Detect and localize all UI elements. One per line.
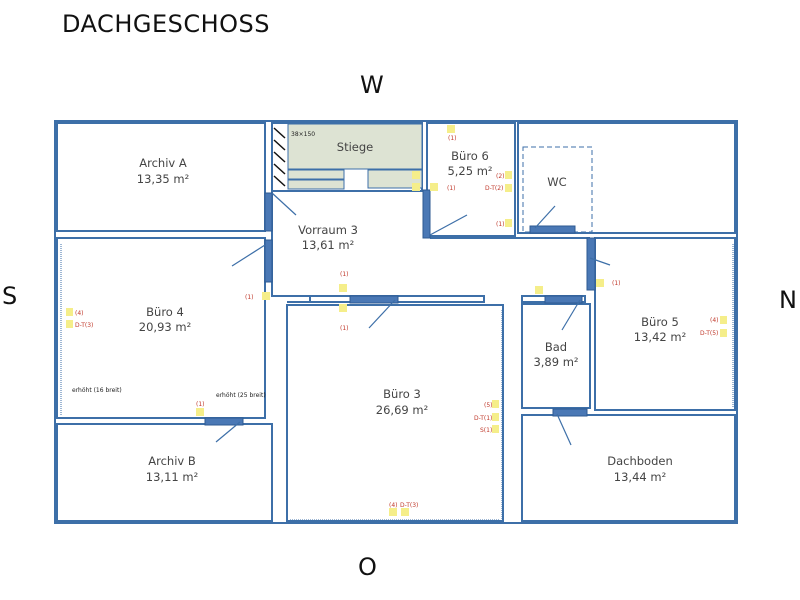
room-area: 13,42 m² <box>634 330 686 344</box>
compass-west: W <box>360 71 384 99</box>
wc-dashed-outline <box>522 146 593 233</box>
raised-note-16: erhöht (16 breit) <box>72 387 122 394</box>
compass-east: O <box>358 553 377 581</box>
socket-icon <box>262 292 270 300</box>
socket-icon <box>412 183 420 191</box>
socket-icon <box>596 279 604 287</box>
room-name: Bad <box>545 340 567 354</box>
socket-icon <box>505 219 512 227</box>
socket-label: D-T(5) <box>700 330 718 337</box>
socket-icon <box>401 508 409 516</box>
door <box>422 189 431 239</box>
socket-icon <box>720 316 727 324</box>
socket-label: (1) <box>612 280 621 287</box>
socket-icon <box>505 184 512 192</box>
room-name: Büro 3 <box>383 387 421 401</box>
socket-label: D-T(1) <box>474 415 492 422</box>
socket-icon <box>66 320 73 328</box>
plan-title: DACHGESCHOSS <box>62 10 271 38</box>
room-area: 13,35 m² <box>137 172 189 186</box>
socket-label: (1) <box>340 271 349 278</box>
outer-wall <box>54 120 738 524</box>
room-area: 26,69 m² <box>376 403 428 417</box>
socket-icon <box>492 400 499 408</box>
socket-icon <box>196 408 204 416</box>
stair-size-note: 38×150 <box>291 131 315 138</box>
room-name: Büro 4 <box>146 305 184 319</box>
room-name: Vorraum 3 <box>298 223 358 237</box>
room-name: Archiv A <box>139 156 187 170</box>
room-archiv-a <box>56 122 266 232</box>
socket-icon <box>720 329 727 337</box>
room-name: Dachboden <box>607 454 673 468</box>
room-area: 20,93 m² <box>139 320 191 334</box>
socket-icon <box>339 284 347 292</box>
chimney-hatch <box>273 127 286 187</box>
room-area: 5,25 m² <box>447 164 492 178</box>
room-area: 13,61 m² <box>302 238 354 252</box>
socket-label: D-T(3) <box>400 502 418 509</box>
socket-label: (4) <box>389 502 398 509</box>
room-buero5 <box>594 237 736 411</box>
room-dachboden <box>521 414 736 522</box>
socket-label: D-T(3) <box>75 322 93 329</box>
socket-icon <box>389 508 397 516</box>
door <box>586 237 596 291</box>
socket-label: (5) <box>484 402 493 409</box>
room-buero3 <box>286 304 504 522</box>
door <box>544 295 583 304</box>
room-wc <box>517 122 736 234</box>
socket-icon <box>505 171 512 179</box>
door <box>204 417 244 426</box>
socket-label: (1) <box>496 221 505 228</box>
room-name: Stiege <box>337 140 373 154</box>
socket-label: (1) <box>196 401 205 408</box>
room-name: Archiv B <box>148 454 196 468</box>
socket-label: (1) <box>447 185 456 192</box>
socket-icon <box>492 425 499 433</box>
compass-south: S <box>2 282 18 310</box>
door <box>529 225 576 234</box>
stair-step <box>367 169 423 189</box>
socket-label: (2) <box>496 173 505 180</box>
stair-step <box>287 179 345 190</box>
room-area: 13,11 m² <box>146 470 198 484</box>
raised-note-25: erhöht (25 breit) <box>216 392 266 399</box>
room-buero6 <box>426 122 516 237</box>
door <box>349 295 399 304</box>
socket-icon <box>412 171 420 179</box>
socket-label: (4) <box>75 310 84 317</box>
stairs <box>287 123 423 170</box>
socket-icon <box>492 413 499 421</box>
compass-north: N <box>779 286 797 314</box>
socket-icon <box>535 286 543 294</box>
room-name: Büro 5 <box>641 315 679 329</box>
socket-label: D-T(2) <box>485 185 503 192</box>
room-bad <box>521 303 591 409</box>
socket-label: (1) <box>448 135 457 142</box>
socket-icon <box>447 125 455 133</box>
socket-label: (1) <box>245 294 254 301</box>
room-name: WC <box>547 175 566 189</box>
socket-icon <box>430 183 438 191</box>
room-archiv-b <box>56 423 273 522</box>
room-area: 13,44 m² <box>614 470 666 484</box>
door <box>552 408 588 417</box>
socket-icon <box>66 308 73 316</box>
door <box>264 239 273 283</box>
socket-label: S(1) <box>480 427 492 434</box>
room-area: 3,89 m² <box>533 355 578 369</box>
door <box>264 192 273 232</box>
socket-label: (1) <box>340 325 349 332</box>
socket-label: (4) <box>710 317 719 324</box>
room-name: Büro 6 <box>451 149 489 163</box>
stair-step <box>287 169 345 180</box>
room-buero4 <box>56 237 266 419</box>
socket-icon <box>339 304 347 312</box>
